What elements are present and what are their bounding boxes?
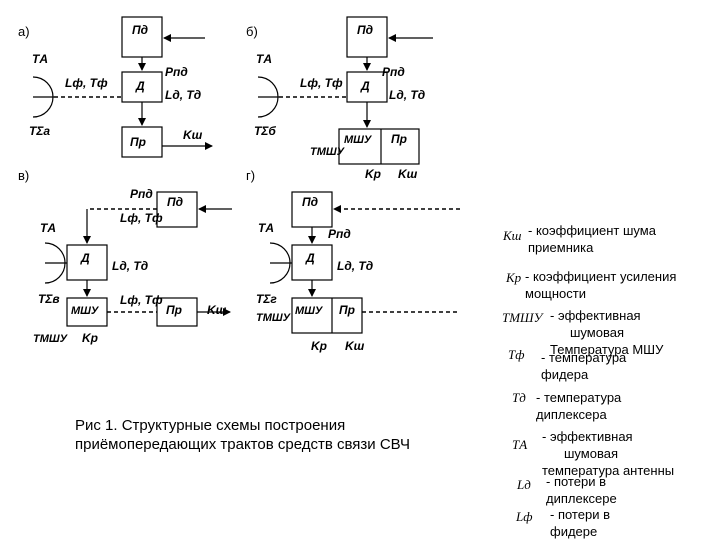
legend-t-a-line-3: температура антенны [542,463,675,478]
pd-label-b: Пд [357,23,373,37]
t-sum-g-label: TΣг [256,292,277,306]
legend-t-a: - эффективная шумовая температура антенн… [542,428,674,479]
legend-l-f-line-1: - потери в [550,507,610,522]
legend-k-sh-symbol: Kш [503,228,522,243]
t-mshu-label-g: TМШУ [256,312,292,324]
legend-t-f-symbol: Tф [508,347,525,362]
mshu-label-b: МШУ [344,134,373,146]
k-sh-label-g: Kш [345,339,365,353]
t-a-label-a: TА [32,52,48,66]
k-sh-label-a: Kш [183,128,203,142]
mshu-label-v: МШУ [71,305,100,317]
lf-tf-label-v-bottom: Lф, Tф [120,293,163,307]
d-label-a: Д [135,79,145,93]
legend-l-d-line-2: диплексере [546,491,617,506]
legend-l-f: - потери в фидере [550,506,610,540]
d-box-v [66,244,108,281]
legend-t-mshu-line-1: - эффективная [550,308,641,323]
legend-t-d-line-2: диплексера [536,407,607,422]
mshu-pr-box-g [291,297,363,334]
legend-l-d-symbol: Lд [517,477,531,492]
panel-v: в) Пд Д МШУ Пр TА Pпд Lф, Tф Lд, Tд Lф, … [18,168,232,345]
pd-label-a: Пд [132,23,148,37]
figure-caption: Рис 1. Структурные схемы построения приё… [75,416,495,454]
ld-td-label-b: Lд, Tд [389,88,425,102]
pr-label-v: Пр [166,303,182,317]
pr-label-b: Пр [391,132,407,146]
pd-label-v: Пд [167,195,183,209]
p-pd-label-a: Pпд [165,65,188,79]
t-a-label-g: TА [258,221,274,235]
k-r-label-v: Kр [82,331,98,345]
d-label-g: Д [305,251,315,265]
p-pd-label-v: Pпд [130,187,153,201]
d-label-v: Д [80,251,90,265]
legend-l-f-symbol: Lф [516,509,533,524]
legend-t-d: - температура диплексера [536,389,621,423]
pd-box-g [291,191,333,228]
panel-v-label: в) [18,168,29,183]
ld-td-label-a: Lд, Tд [165,88,201,102]
d-label-b: Д [360,79,370,93]
t-a-label-v: TА [40,221,56,235]
pd-box-v [156,191,198,228]
legend-t-mshu-symbol: TМШУ [502,310,543,325]
mshu-label-g: МШУ [295,305,324,317]
legend-t-d-symbol: Tд [512,390,526,405]
k-sh-label-v: Kш [207,303,227,317]
legend-l-f-line-2: фидере [550,524,598,539]
legend-l-d: - потери в диплексере [546,473,617,507]
legend-k-r-line-1: - коэффициент усиления [525,269,677,284]
panel-b: б) Пд Д МШУ Пр TА Lф, Tф Pпд Lд, Tд TΣб … [246,16,433,181]
pr-box-a [121,126,163,158]
pd-label-g: Пд [302,195,318,209]
lf-tf-label-a: Lф, Tф [65,76,108,90]
legend-k-sh-line-2: приемника [528,240,594,255]
panel-g-label: г) [246,168,255,183]
caption-line-1: Рис 1. Структурные схемы построения [75,417,346,434]
t-sum-a-label: TΣа [29,124,50,138]
t-a-label-b: TА [256,52,272,66]
t-mshu-label-b: TМШУ [310,146,346,158]
t-sum-b-label: TΣб [254,124,276,138]
legend-t-mshu: - эффективная шумовая Температура МШУ [550,307,663,358]
k-r-label-b: Kр [365,167,381,181]
legend-t-f: - температура фидера [541,349,626,383]
pr-label-g: Пр [339,303,355,317]
panel-a: а) Пд Д Пр TА Lф, Tф Pпд Lд, Tд TΣа Kш [18,16,213,158]
lf-tf-label-b: Lф, Tф [300,76,343,90]
legend-t-a-line-1: - эффективная [542,429,633,444]
panel-b-label: б) [246,24,258,39]
panel-g: г) Пд Д МШУ Пр TА Pпд Lд, Tд TΣг TМШУ Kр… [246,168,460,353]
t-mshu-label-v: TМШУ [33,333,69,345]
k-sh-label-b: Kш [398,167,418,181]
pr-box-v [156,297,198,327]
legend-k-sh: - коэффициент шума приемника [528,222,656,256]
legend-t-a-symbol: TА [512,437,528,452]
lf-tf-label-v-top: Lф, Tф [120,211,163,225]
legend-t-mshu-line-3: Температура МШУ [550,342,664,357]
t-sum-v-label: TΣв [38,292,60,306]
panel-a-label: а) [18,24,30,39]
legend-t-a-line-2: шумовая [564,446,618,461]
legend-t-f-line-1: - температура [541,350,627,365]
legend-t-mshu-line-2: шумовая [570,325,624,340]
pr-label-a: Пр [130,135,146,149]
legend-l-d-line-1: - потери в [546,474,606,489]
p-pd-label-g: Pпд [328,227,351,241]
mshu-pr-box-b [338,128,420,165]
k-r-label-g: Kр [311,339,327,353]
p-pd-label-b: Pпд [382,65,405,79]
legend-k-r-line-2: мощности [525,286,586,301]
ld-td-label-v: Lд, Tд [112,259,148,273]
ld-td-label-g: Lд, Tд [337,259,373,273]
caption-line-2: приёмопередающих трактов средств связи С… [75,436,410,453]
legend-k-r: - коэффициент усиления мощности [525,268,676,302]
legend-k-r-symbol: Kр [506,270,522,285]
legend-t-d-line-1: - температура [536,390,622,405]
legend-k-sh-line-1: - коэффициент шума [528,223,656,238]
legend-t-f-line-2: фидера [541,367,589,382]
